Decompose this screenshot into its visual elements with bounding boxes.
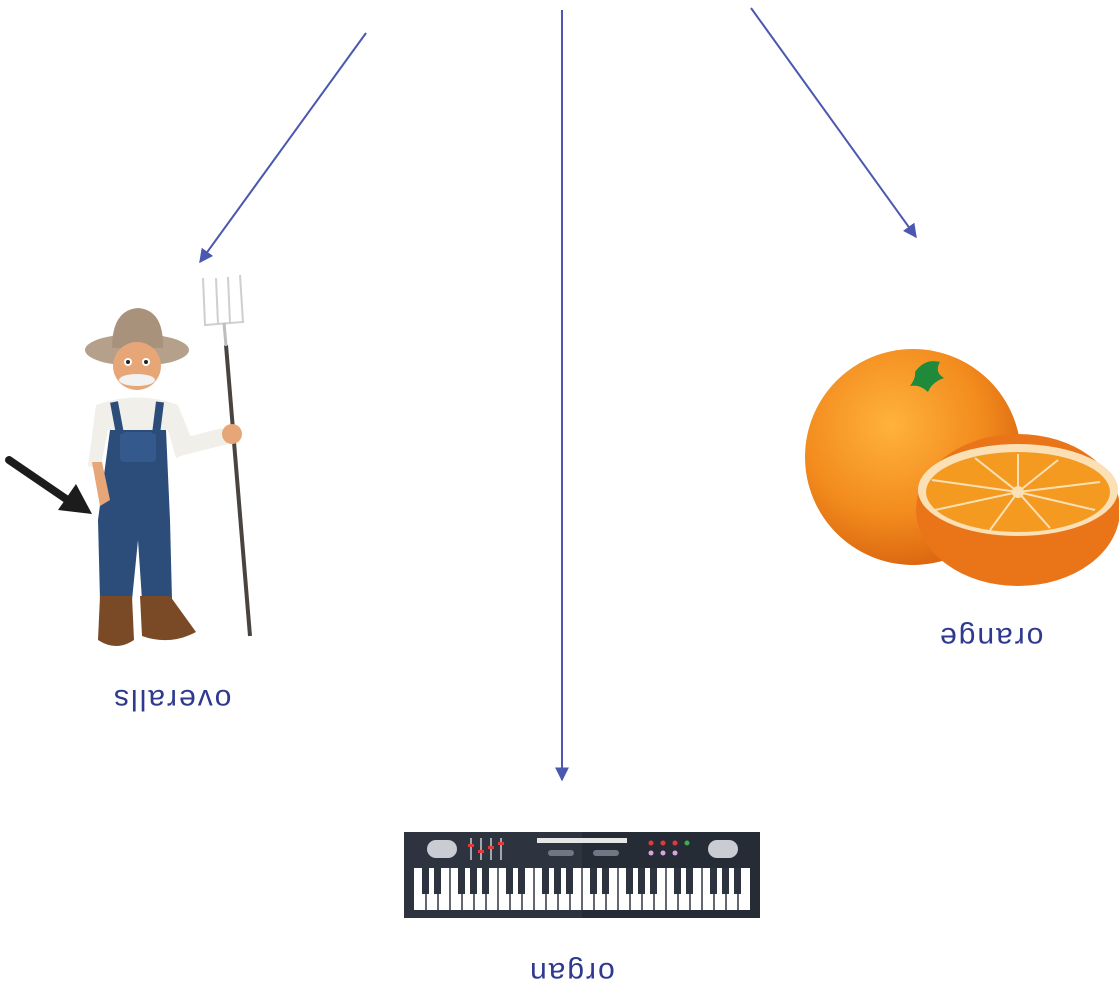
arrow-to-orange: [750, 7, 917, 239]
farmer-in-overalls-icon: [85, 274, 252, 646]
keyboard-organ-icon: [404, 832, 760, 918]
label-overalls: overalls: [112, 683, 232, 716]
orange-fruit-icon: [805, 349, 1119, 586]
arrow-to-overalls: [199, 32, 367, 264]
label-orange: orange: [938, 621, 1044, 654]
label-organ: organ: [528, 956, 615, 989]
black-arrow-icon: [5, 456, 92, 514]
